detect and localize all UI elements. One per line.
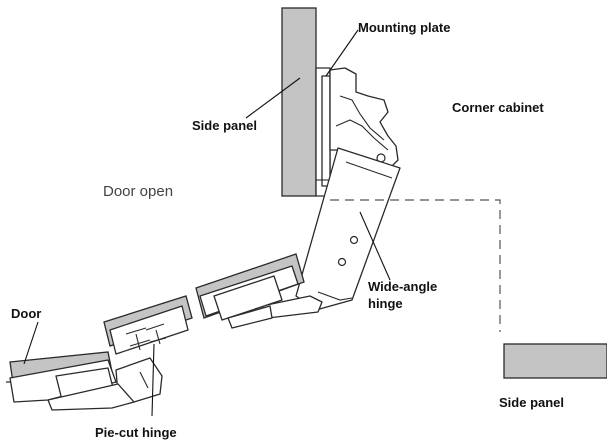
leader-side-panel-left [245,77,301,119]
leader-door [23,321,39,365]
side-panel-left [281,7,317,197]
wide-angle-hinge [261,67,401,319]
door-middle-segment [103,295,193,355]
label-door: Door [11,306,41,321]
label-wide-angle-line2: hinge [368,296,403,311]
label-mounting-plate: Mounting plate [358,20,450,35]
pie-cut-hinge [47,357,163,411]
door-upper-segment [195,253,305,329]
leader-wide-angle-hinge [359,211,391,281]
corner-cabinet-outline [330,199,501,332]
label-side-panel-right: Side panel [499,395,564,410]
mounting-plate [315,67,331,197]
label-pie-cut-hinge: Pie-cut hinge [95,425,177,440]
label-wide-angle-line1: Wide-angle [368,279,437,294]
side-panel-right [503,343,607,379]
label-side-panel-left: Side panel [192,118,257,133]
leader-pie-cut-hinge [151,343,155,417]
label-corner-cabinet: Corner cabinet [452,100,544,115]
leader-mounting-plate [325,29,359,77]
label-door-open: Door open [103,183,173,200]
